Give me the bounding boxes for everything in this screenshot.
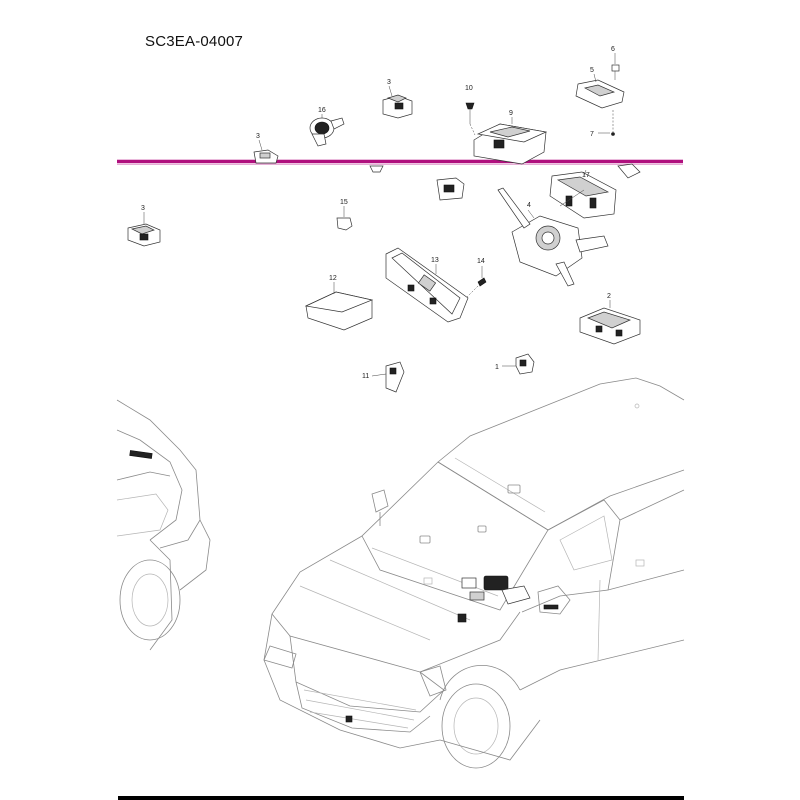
part-3-left	[253, 139, 279, 164]
diagram-code: SC3EA-04007	[145, 33, 244, 50]
callout-14: 14	[477, 258, 485, 265]
center-connector	[436, 177, 465, 201]
part-2-switch-block	[579, 300, 641, 345]
part-7-pin	[598, 110, 615, 136]
part-16-sensor	[309, 114, 345, 147]
part-14-screw	[465, 266, 487, 299]
callout-9: 9	[509, 110, 513, 117]
part-4-combination-switch	[497, 187, 609, 287]
part-6-bolt	[611, 53, 620, 80]
part-9-module	[473, 117, 548, 165]
part-17-switch	[549, 169, 617, 219]
callout-12: 12	[329, 275, 337, 282]
callout-17: 17	[582, 172, 590, 179]
callout-7: 7	[590, 131, 594, 138]
callout-13: 13	[431, 257, 439, 264]
callout-15: 15	[340, 199, 348, 206]
highlight-line	[117, 159, 683, 165]
callout-3-top: 3	[387, 79, 391, 86]
callout-3-far-left: 3	[141, 205, 145, 212]
callout-6: 6	[611, 46, 615, 53]
part-13-panel	[385, 247, 469, 323]
callout-10: 10	[465, 85, 473, 92]
part-3-far-left	[127, 212, 161, 247]
callout-2: 2	[607, 293, 611, 300]
part-5-bracket	[575, 73, 625, 109]
vehicle-rear-partial	[116, 399, 211, 651]
vehicle-outline	[263, 377, 685, 769]
callout-5: 5	[590, 67, 594, 74]
page-footer-bar	[118, 796, 684, 800]
callout-16: 16	[318, 107, 326, 114]
part-10-screw	[465, 102, 476, 136]
line-clip	[369, 165, 384, 173]
line-end-connector	[617, 163, 641, 179]
part-1	[502, 353, 535, 375]
part-11	[371, 361, 405, 393]
callout-4: 4	[527, 202, 531, 209]
part-3-top	[382, 85, 413, 119]
part-15-clip	[336, 206, 353, 231]
part-12-module	[304, 282, 374, 331]
callout-1: 1	[495, 364, 499, 371]
callout-3-left: 3	[256, 133, 260, 140]
callout-11: 11	[362, 373, 369, 380]
